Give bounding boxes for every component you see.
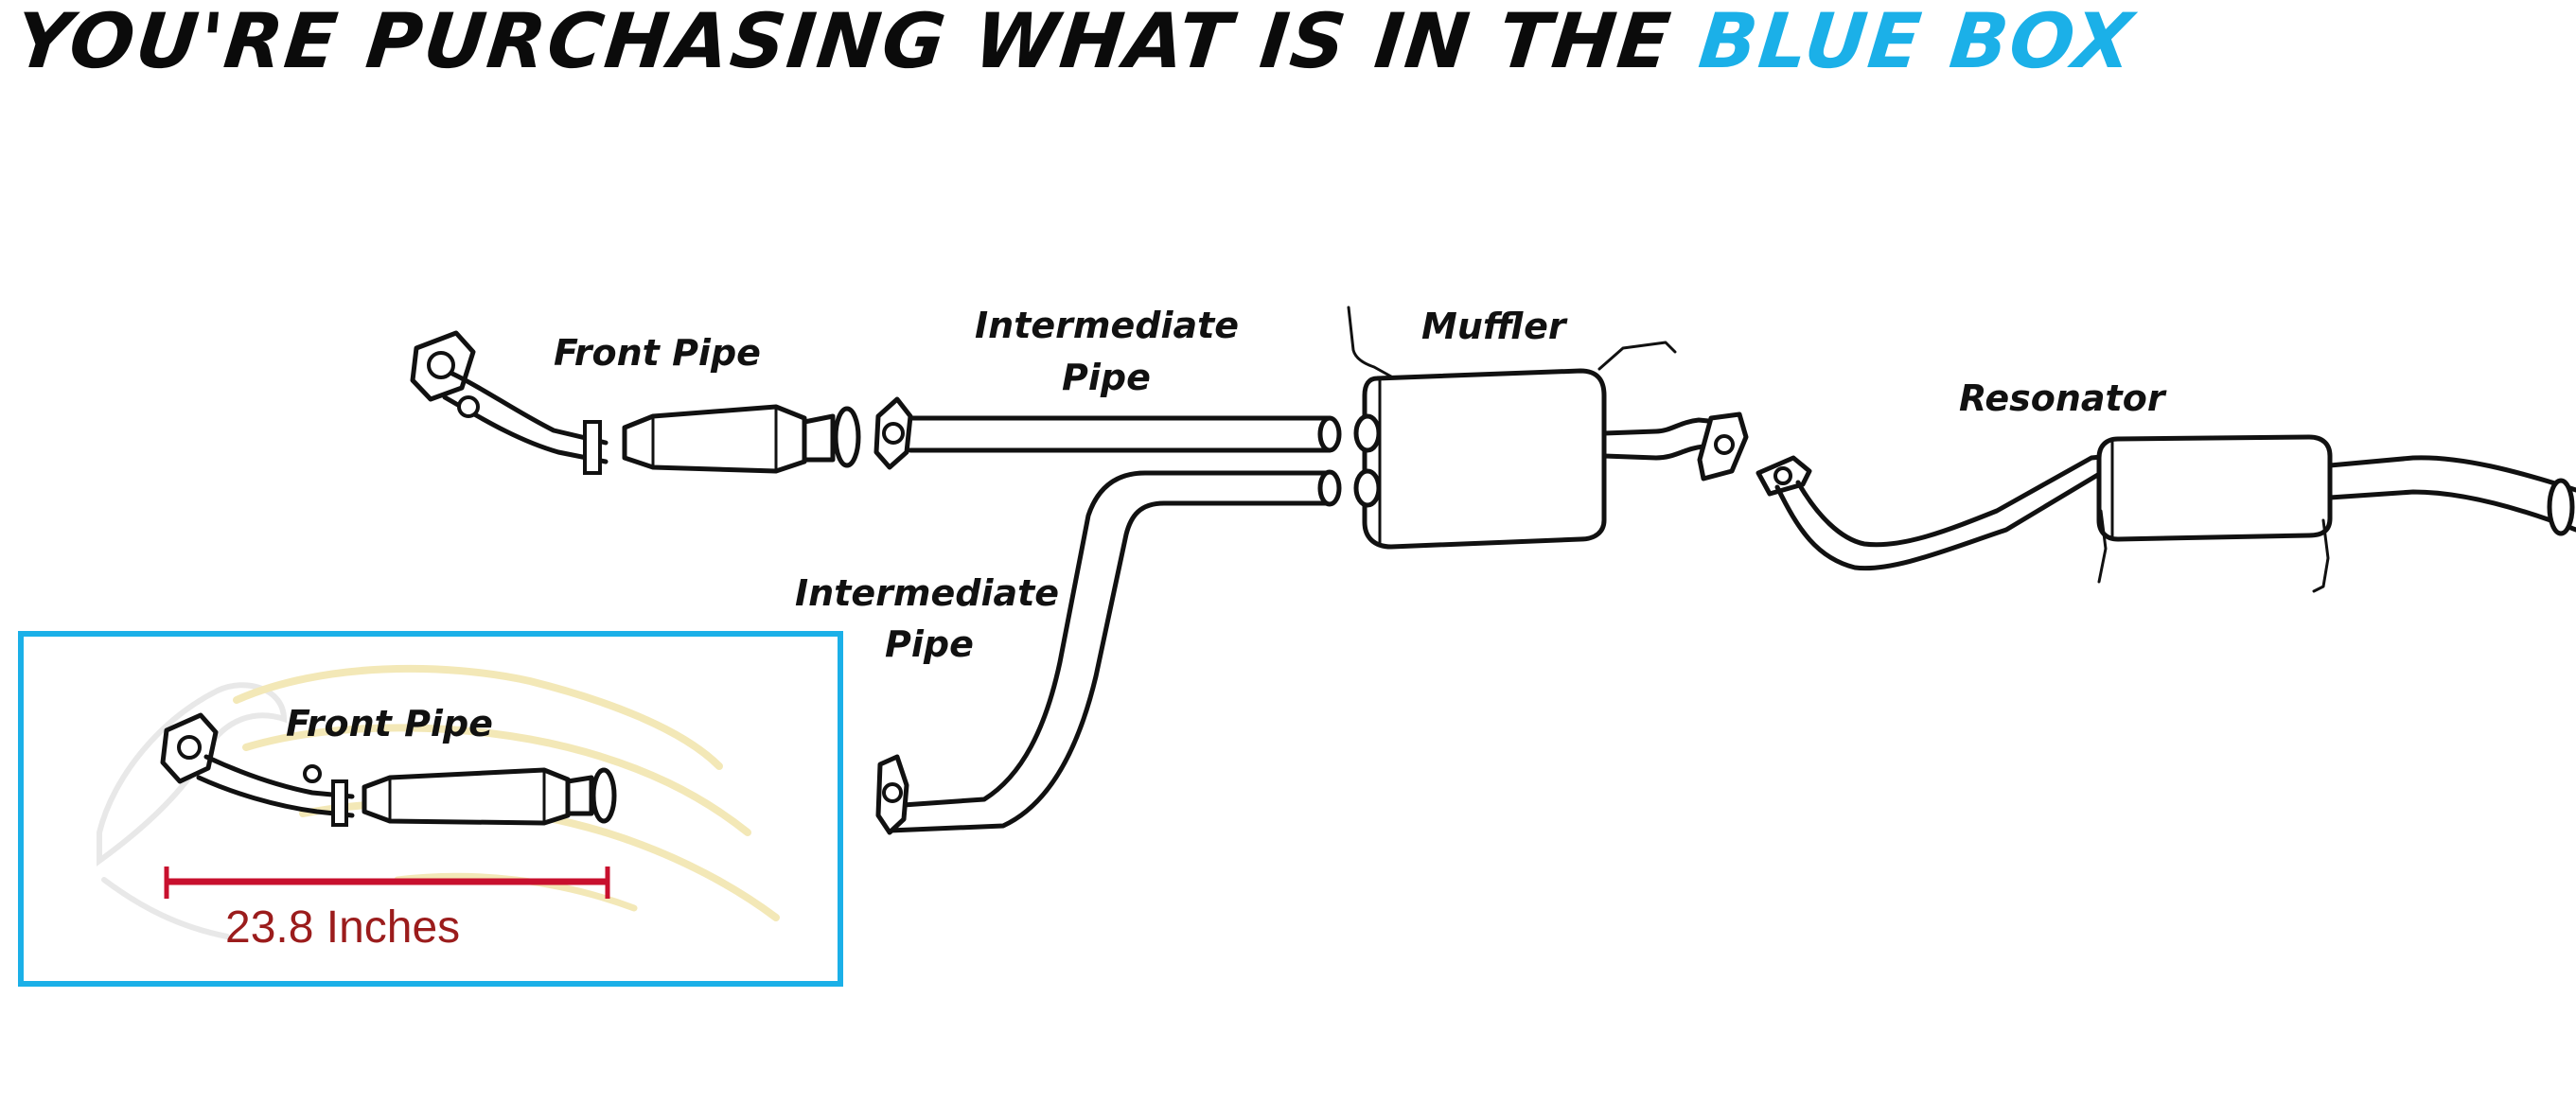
inset-front-pipe-tube [196, 754, 355, 818]
resonator-hanger-left [2097, 509, 2108, 584]
resonator-hanger-right [2312, 518, 2330, 593]
inset-front-pipe-converter [362, 767, 571, 826]
intermediate-pipe-upper-tube [908, 415, 1332, 453]
muffler-diagram [1347, 306, 1749, 550]
muffler-hanger-right [1597, 341, 1677, 371]
intermediate-pipe-upper-flange-hole [882, 422, 905, 445]
muffler-body [1362, 368, 1607, 550]
intermediate-pipe-upper-diagram [873, 396, 1342, 470]
blue-box-inset: Front Pipe 23.8 Inches [18, 631, 843, 987]
front-pipe-clamp [583, 420, 602, 475]
front-pipe-sensor-icon [457, 395, 480, 418]
inset-front-pipe-diagram [160, 712, 617, 827]
inset-front-pipe-converter-seams [388, 768, 546, 825]
front-pipe-outlet [802, 413, 836, 463]
resonator-tail-end [2547, 478, 2575, 536]
resonator-inlet-pipe [1774, 453, 2113, 571]
front-pipe-converter-seams [651, 405, 778, 473]
intermediate-pipe-lower-diagram [875, 469, 1342, 835]
muffler-outlet-flange-hole [1714, 434, 1735, 455]
measurement-bar [164, 867, 610, 899]
front-pipe-flange-hole [427, 351, 455, 379]
resonator-flange-hole [1773, 466, 1792, 485]
inset-front-pipe-flange-hole [177, 735, 202, 760]
intermediate-pipe-upper-end [1317, 415, 1342, 453]
resonator-tail-pipe [2327, 455, 2576, 533]
inset-front-pipe-sensor-icon [303, 764, 322, 783]
front-pipe-outlet-opening [833, 406, 861, 468]
inset-front-pipe-outlet-opening [591, 767, 617, 824]
intermediate-pipe-lower-flange-hole [882, 782, 903, 803]
label-intermediate-pipe-upper-line2: Pipe [1062, 357, 1151, 398]
intermediate-pipe-lower-tube [887, 470, 1332, 833]
label-front-pipe: Front Pipe [554, 332, 761, 374]
intermediate-pipe-lower-end [1317, 469, 1342, 507]
measurement-label: 23.8 Inches [225, 902, 460, 953]
blue-box-label: Front Pipe [286, 703, 493, 744]
front-pipe-diagram [410, 330, 861, 475]
inset-front-pipe-clamp [331, 779, 348, 827]
muffler-inlet-lower [1353, 468, 1382, 508]
resonator-diagram [1756, 434, 2576, 593]
inset-front-pipe-outlet [565, 775, 594, 816]
muffler-inlet-upper [1353, 413, 1382, 453]
label-intermediate-pipe-lower-line2: Pipe [885, 623, 974, 665]
label-intermediate-pipe-upper-line1: Intermediate [975, 305, 1239, 346]
label-resonator: Resonator [1959, 377, 2167, 419]
label-intermediate-pipe-lower-line1: Intermediate [795, 572, 1059, 614]
resonator-body [2096, 434, 2333, 542]
label-muffler: Muffler [1421, 306, 1568, 347]
muffler-hanger-left [1347, 306, 1393, 378]
